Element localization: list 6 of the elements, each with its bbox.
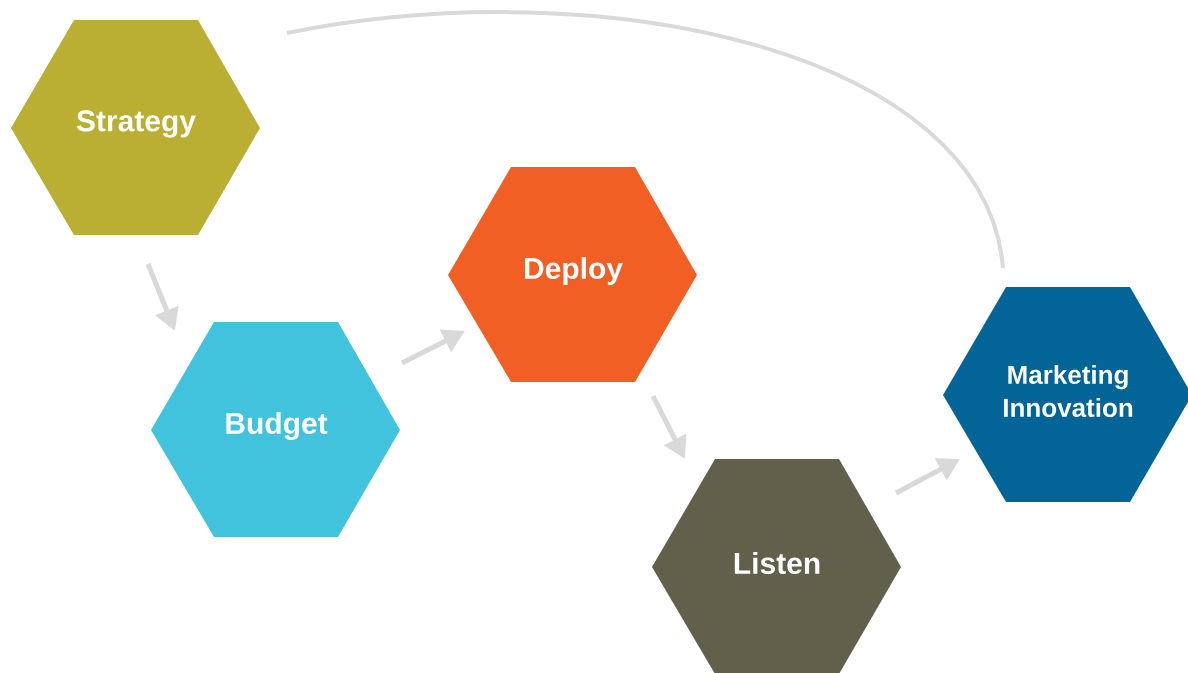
hexagon-node: Strategy — [11, 20, 260, 235]
connector-curve — [286, 10, 1005, 269]
hexagon-node: Deploy — [448, 167, 697, 382]
hexagon-node: Marketing Innovation — [943, 287, 1188, 502]
hexagon-node: Listen — [652, 459, 901, 673]
hexagon-node: Budget — [151, 322, 400, 537]
